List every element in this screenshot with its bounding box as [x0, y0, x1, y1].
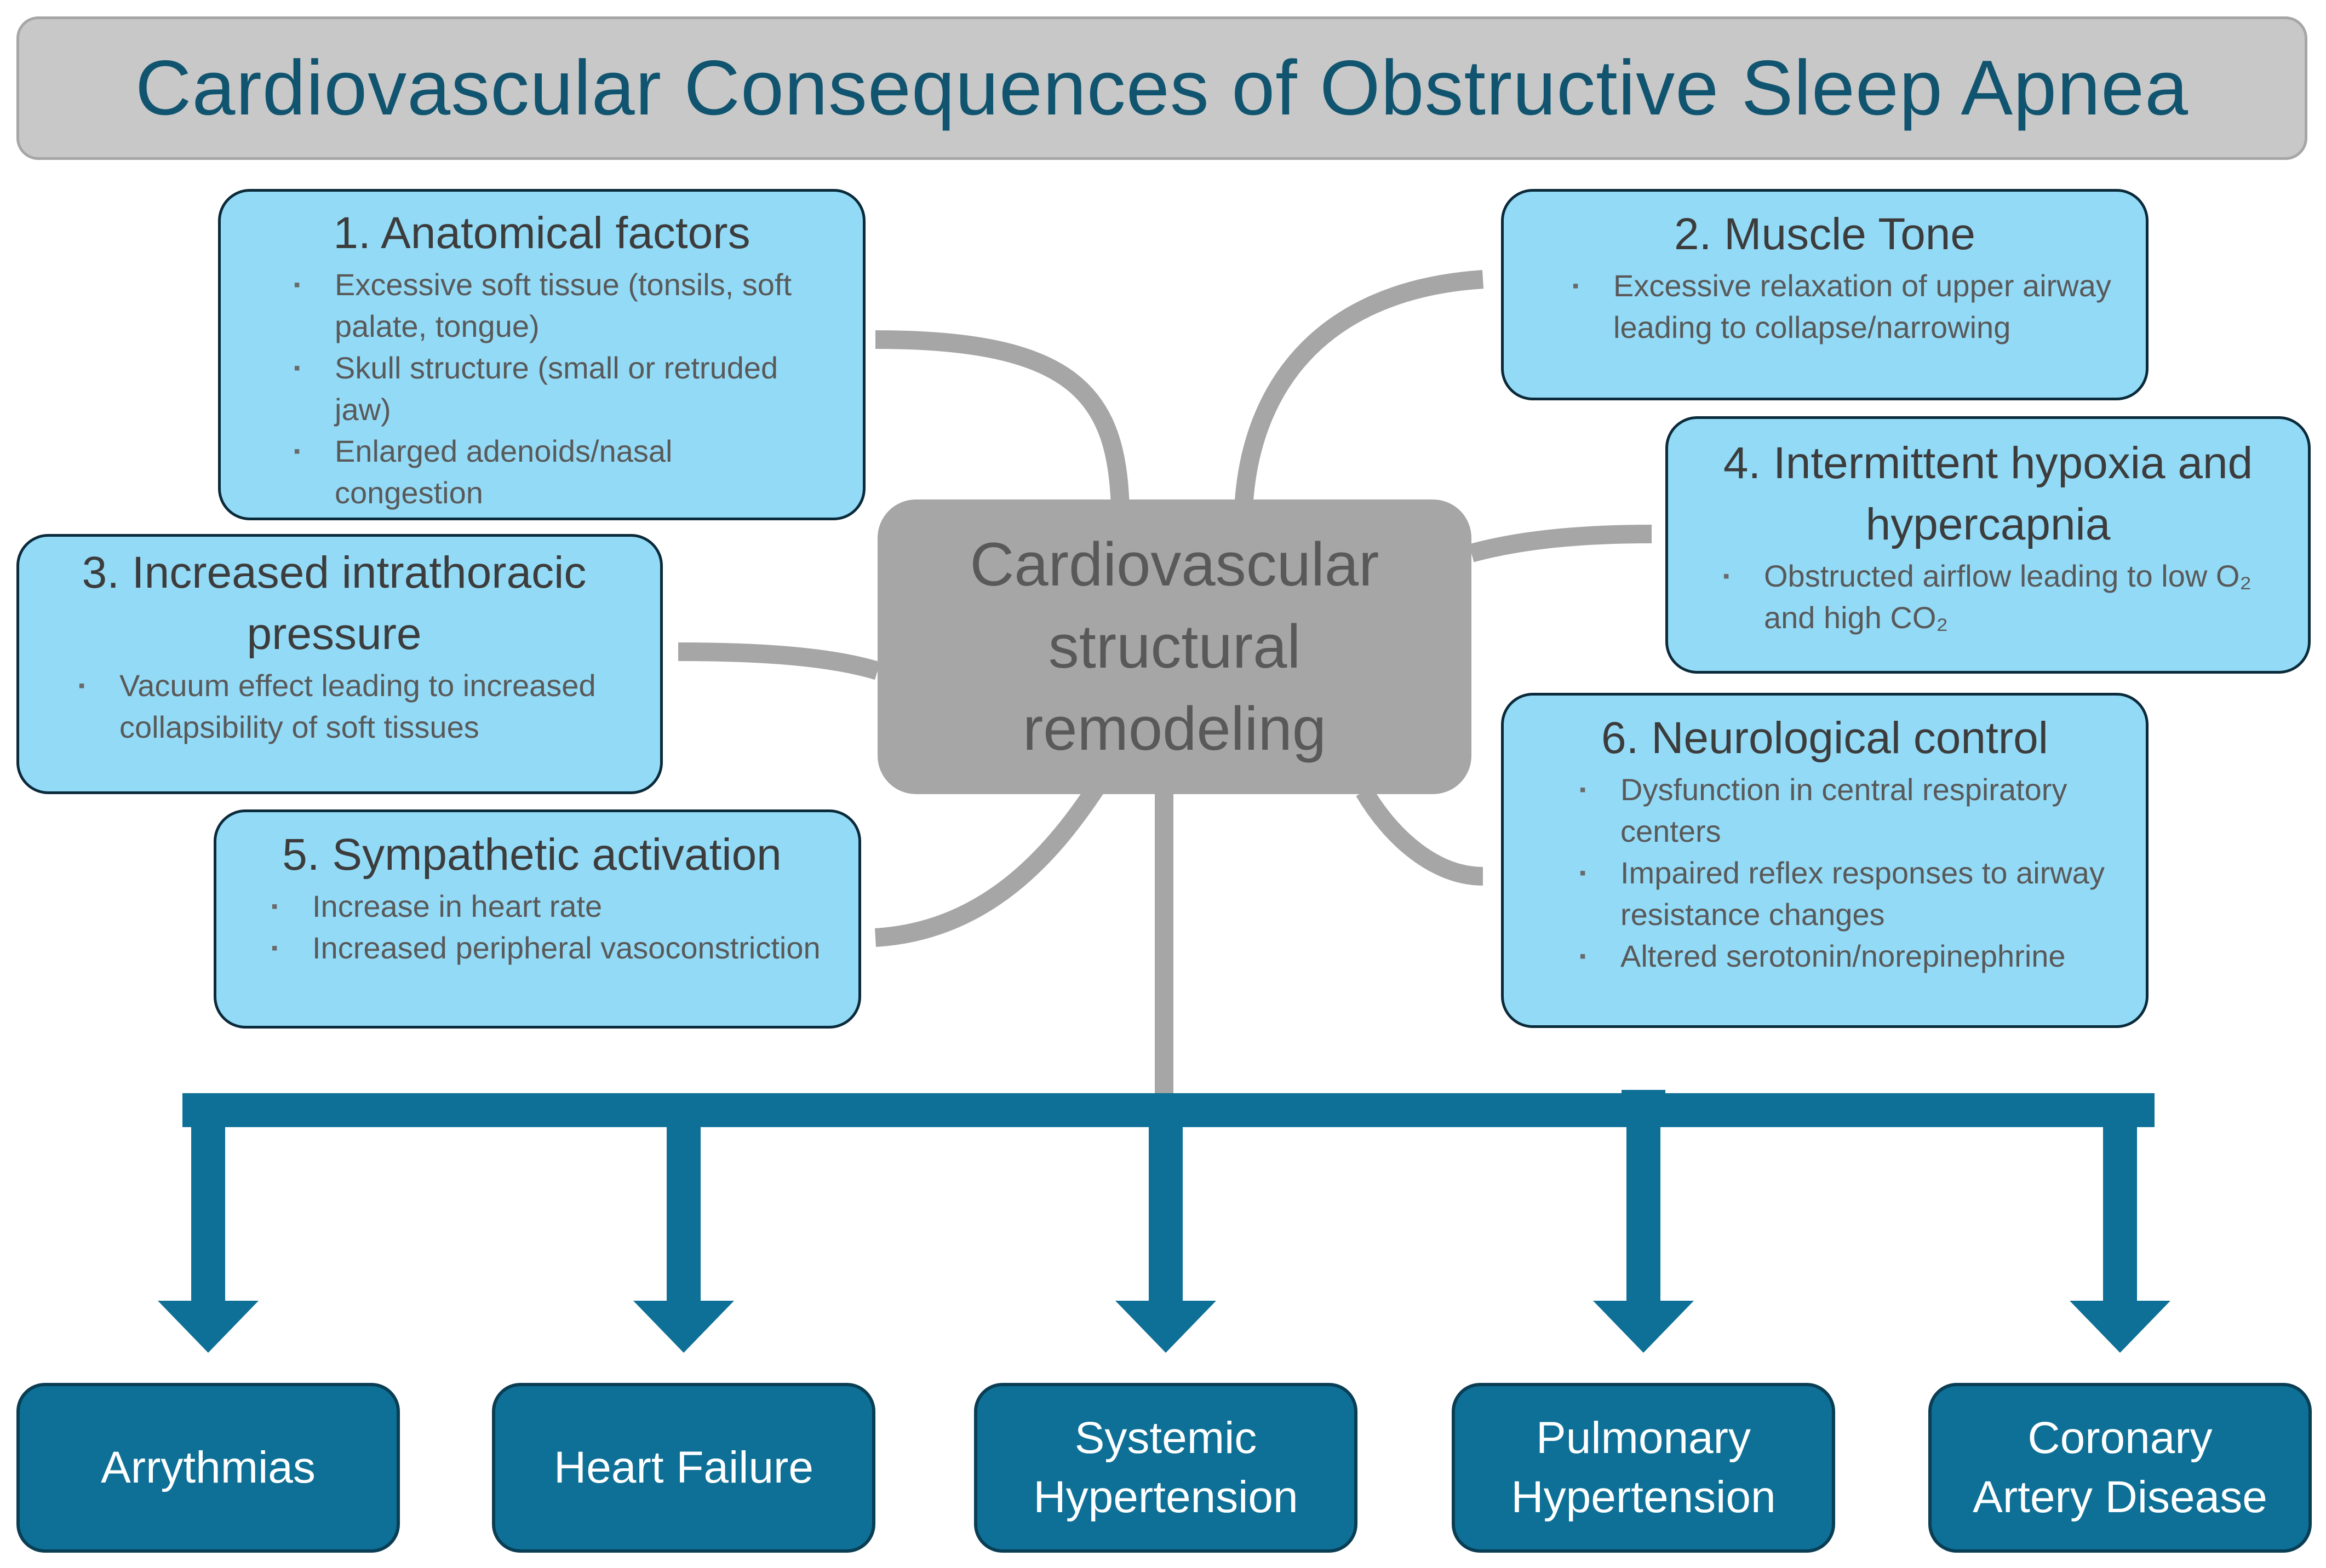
factor-bullet: Increased peripheral vasoconstriction — [271, 927, 826, 969]
title-bar: Cardiovascular Consequences of Obstructi… — [16, 16, 2307, 160]
factor-bullet: Impaired reflex responses to airway resi… — [1579, 852, 2113, 935]
outcome-box-pulmonary-hypertension: Pulmonary Hypertension — [1452, 1383, 1835, 1553]
outcome-label: Coronary — [2027, 1413, 2213, 1463]
connector-factor-2 — [1234, 270, 1484, 510]
outcome-label: Hypertension — [1033, 1472, 1298, 1522]
outcome-arrows — [158, 1117, 2170, 1353]
connector-factor-5 — [874, 783, 1104, 947]
center-line: Cardiovascular — [970, 530, 1379, 599]
outcome-label: Heart Failure — [554, 1443, 813, 1492]
arrow-to-coronary-artery-disease — [2070, 1117, 2170, 1353]
connector-factor-1 — [875, 330, 1130, 510]
factor-box-3: 3. Increased intrathoracic pressure Vacu… — [16, 534, 663, 794]
outcome-bus-notch — [1622, 1090, 1665, 1101]
factor-title: 6. Neurological control — [1601, 713, 2048, 763]
arrow-to-heart-failure — [633, 1117, 734, 1353]
factor-box-1: 1. Anatomical factors Excessive soft tis… — [218, 189, 866, 520]
factor-bullet: Obstructed airflow leading to low O₂ and… — [1723, 555, 2286, 639]
factor-title: 4. Intermittent hypoxia and hypercapnia — [1723, 438, 2253, 549]
arrow-to-systemic-hypertension — [1115, 1117, 1216, 1353]
outcome-label: Hypertension — [1511, 1472, 1776, 1522]
outcome-box-systemic-hypertension: Systemic Hypertension — [974, 1383, 1357, 1553]
factor-bullet: Skull structure (small or retruded jaw) — [294, 347, 824, 430]
outcome-label: Systemic — [1074, 1413, 1257, 1463]
arrow-to-pulmonary-hypertension — [1593, 1117, 1694, 1353]
factor-bullet: Dysfunction in central respiratory cente… — [1579, 769, 2113, 852]
outcome-label: Pulmonary — [1536, 1413, 1751, 1463]
outcome-label: Artery Disease — [1973, 1472, 2267, 1522]
factor-title: 5. Sympathetic activation — [282, 830, 782, 880]
factor-box-5: 5. Sympathetic activation Increase in he… — [214, 809, 861, 1029]
connector-factor-3 — [678, 642, 880, 680]
outcome-box-coronary-artery-disease: Coronary Artery Disease — [1928, 1383, 2312, 1553]
factor-title: 1. Anatomical factors — [333, 208, 750, 258]
factor-box-6: 6. Neurological control Dysfunction in c… — [1501, 693, 2149, 1028]
outcome-box-arrythmias: Arrythmias — [16, 1383, 400, 1553]
center-node: Cardiovascular structural remodeling — [878, 499, 1471, 794]
connector-factor-4 — [1469, 525, 1652, 562]
connector-factor-6 — [1356, 786, 1483, 886]
arrow-to-arrythmias — [158, 1117, 259, 1353]
outcome-box-heart-failure: Heart Failure — [492, 1383, 875, 1553]
factor-bullet: Altered serotonin/norepinephrine — [1579, 935, 2113, 977]
factor-bullet: Increase in heart rate — [271, 886, 826, 927]
outcome-label: Arrythmias — [101, 1443, 316, 1492]
factor-title: 2. Muscle Tone — [1674, 209, 1976, 259]
factor-bullet: Excessive soft tissue (tonsils, soft pal… — [294, 264, 824, 347]
factor-box-2: 2. Muscle Tone Excessive relaxation of u… — [1501, 189, 2149, 400]
factor-box-4: 4. Intermittent hypoxia and hypercapnia … — [1665, 416, 2311, 674]
center-line: structural — [1048, 612, 1301, 681]
page-title: Cardiovascular Consequences of Obstructi… — [135, 44, 2189, 131]
factor-title: 3. Increased intrathoracic pressure — [82, 548, 587, 659]
factor-bullet: Vacuum effect leading to increased colla… — [78, 665, 627, 748]
factor-bullet: Excessive relaxation of upper airway lea… — [1572, 265, 2113, 348]
factor-bullet: Enlarged adenoids/nasal congestion — [294, 430, 824, 514]
center-line: remodeling — [1022, 694, 1327, 763]
